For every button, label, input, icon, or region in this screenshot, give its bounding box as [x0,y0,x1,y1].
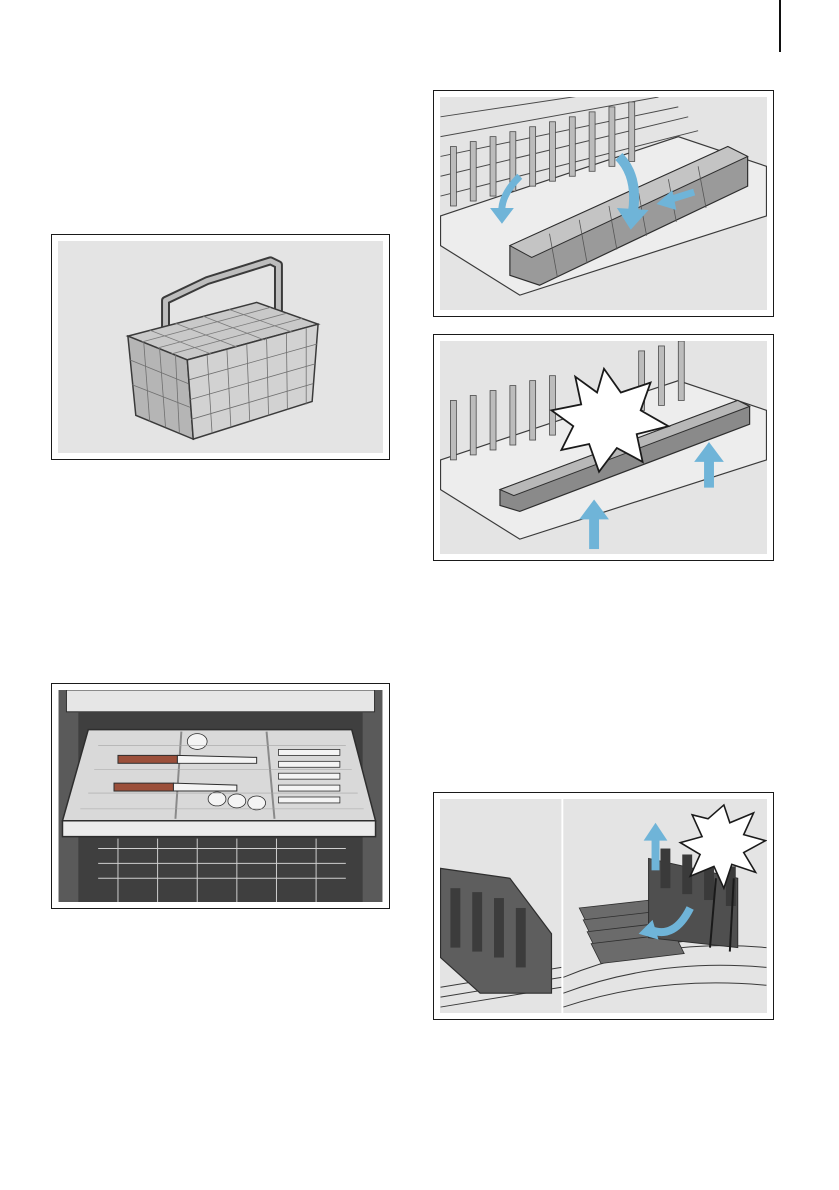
rack-lift-illustration [440,341,767,554]
cutlery-drawer-illustration [58,690,383,902]
rack-fold-down-figure [433,90,774,317]
fold-tines-figure [433,792,774,1020]
figure-panel [58,690,383,902]
cutlery-basket-icon [58,241,383,453]
page-edge-marker [779,0,781,52]
rack-fold-illustration [440,97,767,310]
cutlery-drawer-figure [51,683,390,909]
cutlery-basket-figure [51,234,390,460]
figure-panel [58,241,383,453]
figure-panel [440,97,767,310]
figure-panel [440,799,767,1013]
figure-panel [440,341,767,554]
rack-lift-figure [433,334,774,561]
fold-tines-illustration [440,799,767,1013]
